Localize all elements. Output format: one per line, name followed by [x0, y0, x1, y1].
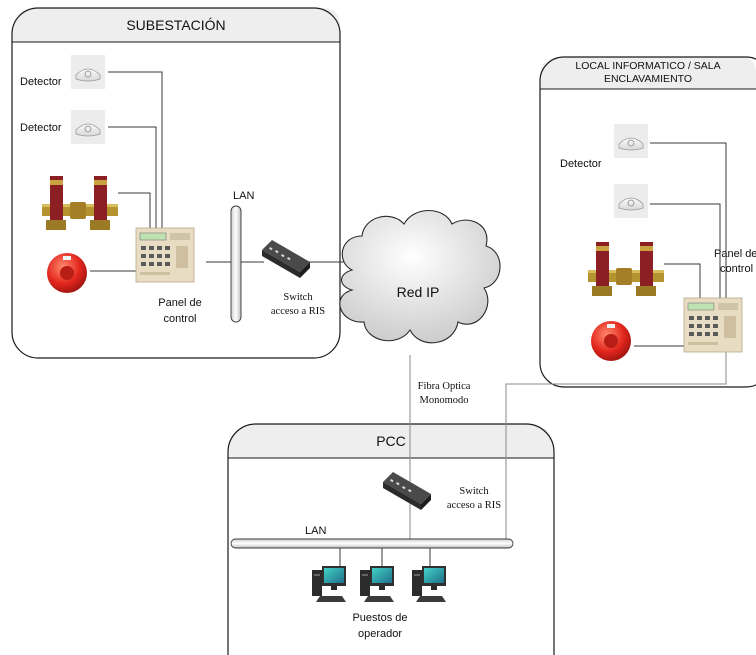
switch-label-line1: Switch [283, 292, 313, 303]
workstation-icon [360, 566, 394, 602]
lan-bus-pcc [230, 538, 514, 568]
detector-label: Detector [20, 76, 62, 88]
control-panel-icon [135, 227, 195, 283]
sprinkler-pipes-icon [588, 240, 664, 298]
panel-label-line1: Panel de [158, 297, 202, 309]
sprinkler-pipes-icon [42, 174, 118, 232]
detector-label: Detector [20, 122, 62, 134]
fire-bell-icon [44, 250, 90, 296]
switch-label-line2: acceso a RIS [270, 306, 326, 317]
lan-label: LAN [305, 525, 327, 537]
workstation-icon [412, 566, 446, 602]
fire-bell-icon [588, 318, 634, 364]
local-informatico-title-line2: ENCLAVAMIENTO [603, 73, 693, 85]
lan-label: LAN [233, 190, 255, 202]
red-ip-cloud [339, 210, 501, 344]
fiber-links [409, 350, 727, 540]
detector-label: Detector [560, 158, 602, 170]
pcc-title: PCC [376, 433, 406, 449]
smoke-detector-icon [70, 54, 106, 90]
workstation-icon [312, 566, 346, 602]
red-ip-label: Red IP [396, 284, 440, 300]
switch-label-line2: acceso a RIS [446, 500, 502, 511]
panel-label-line2: control [720, 263, 754, 275]
network-switch-icon [262, 240, 310, 278]
network-switch-icon [383, 472, 431, 510]
local-informatico-title-line1: LOCAL INFORMATICO / SALA [575, 60, 721, 72]
panel-label-line2: control [163, 313, 197, 325]
subestacion-title: SUBESTACIÓN [126, 17, 226, 33]
subestacion-area [11, 7, 341, 359]
fiber-label-line2: Monomodo [419, 395, 469, 406]
smoke-detector-icon [70, 109, 106, 145]
switch-label-line1: Switch [459, 486, 489, 497]
panel-label-line1: Panel de [714, 248, 756, 260]
control-panel-icon [683, 297, 743, 353]
local-informatico-area [539, 56, 756, 388]
pcc-area [227, 423, 555, 655]
smoke-detector-icon [613, 123, 649, 159]
subestacion-wiring [88, 71, 360, 272]
smoke-detector-icon [613, 183, 649, 219]
operators-label-line2: operador [357, 628, 403, 640]
fiber-label-line1: Fibra Optica [417, 381, 471, 392]
operators-label-line1: Puestos de [352, 612, 408, 624]
lan-bus-subestacion [230, 205, 242, 323]
local-wiring [634, 142, 727, 347]
